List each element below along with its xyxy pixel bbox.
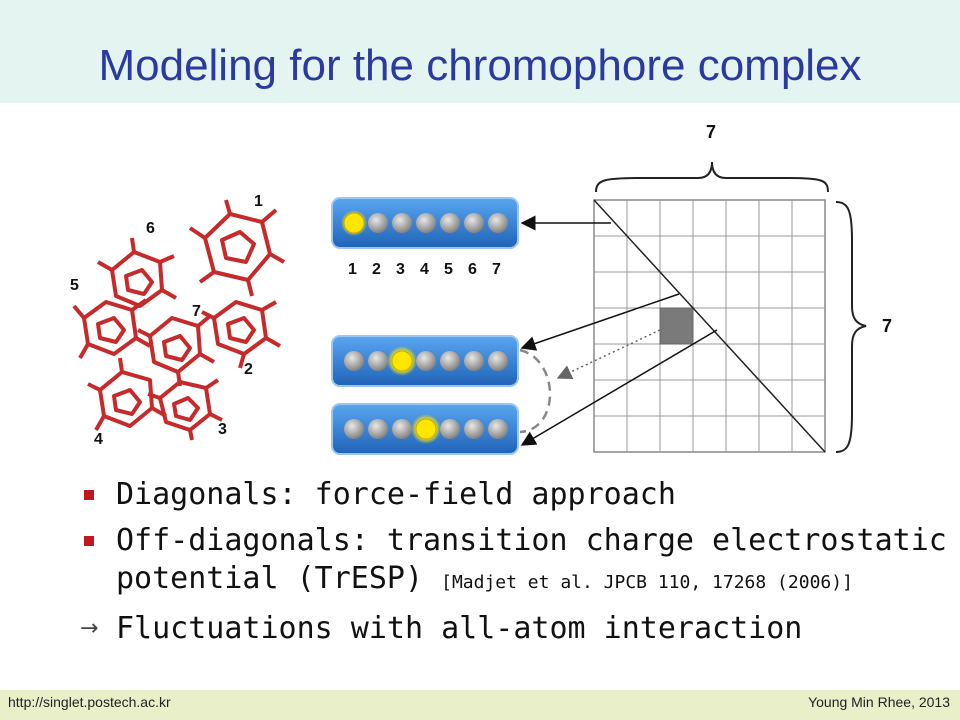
chromophore-label-4: 4: [94, 431, 103, 448]
chromophore-label-2: 2: [244, 361, 253, 378]
site-index-3: 3: [396, 261, 405, 278]
matrix-right-label: 7: [882, 316, 892, 336]
coupling-cell: [659, 307, 694, 345]
bullet-square-icon: [84, 490, 94, 500]
site-index-1: 1: [348, 261, 357, 278]
chromophore-structure: [72, 199, 285, 441]
matrix-top-label: 7: [706, 122, 716, 142]
right-arrow-icon: →: [80, 616, 99, 641]
chromophore-5: [72, 298, 151, 359]
site-pill-top: [331, 197, 519, 249]
arrow-to-middle-pill: [520, 293, 680, 351]
citation: [Madjet et al. JPCB 110, 17268 (2006)]: [441, 572, 853, 593]
right-brace: [835, 201, 867, 453]
chromophore-label-5: 5: [70, 277, 79, 294]
bullet-square-icon: [84, 536, 94, 546]
arrow-to-bottom-pill: [520, 329, 718, 446]
top-brace: [595, 161, 829, 193]
matrix-diagonal: [593, 199, 826, 453]
site-index-labels: 1 2 3 4 5 6 7: [348, 261, 501, 278]
chromophore-1: [188, 199, 285, 297]
chromophore-label-3: 3: [218, 421, 227, 438]
coupling-arc: [519, 348, 552, 434]
chromophore-7: [137, 314, 215, 387]
site-index-5: 5: [444, 261, 453, 278]
conclusion-text: Fluctuations with all-atom interaction: [116, 611, 803, 646]
footer-bar: http://singlet.postech.ac.kr Young Min R…: [0, 690, 960, 720]
conclusion-item: → Fluctuations with all-atom interaction: [80, 610, 950, 648]
chromophore-label-6: 6: [146, 220, 155, 237]
chromophore-label-1: 1: [254, 193, 263, 210]
chromophore-2: [201, 300, 281, 369]
title-bar: [0, 0, 960, 103]
site-index-7: 7: [492, 261, 501, 278]
chromophore-label-7: 7: [192, 303, 201, 320]
slide-title: Modeling for the chromophore complex: [98, 41, 862, 90]
site-pill-bottom: [331, 403, 519, 455]
chromophore-labels: 1 2 3 4 5 6 7: [70, 193, 263, 448]
arrow-cell-to-arc: [556, 329, 661, 380]
bullet-text: Off-diagonals: transition charge electro…: [116, 523, 947, 596]
site-index-4: 4: [420, 261, 429, 278]
chromophore-3: [147, 378, 223, 441]
hamiltonian-matrix: [593, 199, 826, 453]
site-index-6: 6: [468, 261, 477, 278]
bullet-item-diagonals: Diagonals: force-field approach: [80, 476, 950, 514]
bullet-item-off-diagonals: Off-diagonals: transition charge electro…: [80, 522, 950, 602]
figure: 1 2 3 4 5 6 7 1 2 3 4 5 6 7: [70, 122, 892, 455]
chromophore-6: [97, 237, 177, 308]
chromophore-4: [87, 357, 167, 431]
bullet-list: Diagonals: force-field approach Off-diag…: [80, 476, 950, 656]
site-index-2: 2: [372, 261, 381, 278]
site-pill-middle: [331, 335, 519, 387]
bullet-text: Diagonals: force-field approach: [116, 477, 676, 512]
footer-author: Young Min Rhee, 2013: [808, 694, 950, 710]
footer-url: http://singlet.postech.ac.kr: [8, 694, 171, 710]
